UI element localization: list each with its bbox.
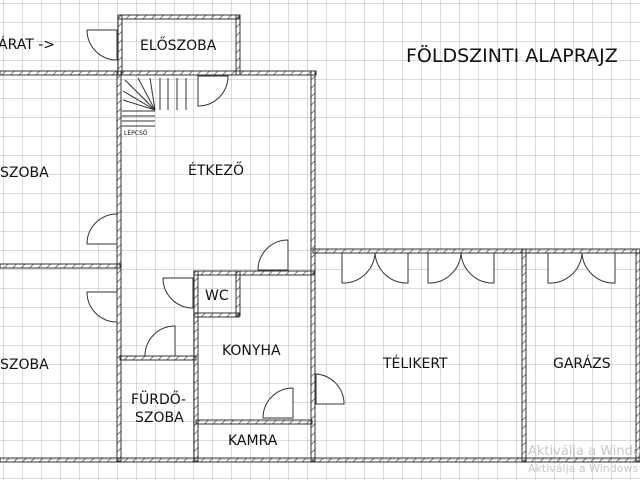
room-label-etkezo: ÉTKEZŐ (188, 161, 244, 179)
door-icon (162, 277, 194, 309)
room-label-kamra: KAMRA (228, 433, 278, 449)
door-icon (315, 373, 345, 405)
double-door-icon (427, 252, 495, 284)
door-icon (262, 387, 294, 419)
room-label-telikert: TÉLIKERT (382, 355, 448, 372)
room-label-konyha: KONYHA (222, 343, 281, 359)
watermark-line-1: Aktiválja a Windows (528, 444, 640, 459)
room-label-lepcso: LÉPCSŐ (124, 129, 148, 137)
doors (86, 29, 616, 419)
room-label-szoba-bottom: SZOBA (0, 357, 49, 373)
double-door-icon (341, 252, 409, 284)
room-label-furdo-1: FÜRDŐ- (131, 390, 186, 408)
entrance-door-icon (86, 29, 118, 61)
door-icon (86, 291, 118, 323)
room-label-furdo-2: SZOBA (135, 410, 184, 426)
door-icon (86, 213, 118, 245)
walls (0, 14, 640, 463)
plan-title: FÖLDSZINTI ALAPRAJZ (406, 44, 618, 67)
watermark-line-2: Aktiválja a Windows (528, 462, 638, 475)
stairs-icon (122, 77, 187, 127)
room-label-szoba-top: SZOBA (0, 165, 49, 181)
room-label-garazs: GARÁZS (553, 355, 611, 372)
entrance-label: ÁRAT -> (0, 36, 55, 53)
door-icon (197, 75, 229, 107)
door-icon (144, 325, 176, 357)
double-door-icon (547, 252, 616, 284)
room-label-wc: WC (205, 288, 229, 304)
room-label-eloszoba: ELŐSZOBA (140, 36, 217, 54)
door-icon (257, 239, 289, 271)
